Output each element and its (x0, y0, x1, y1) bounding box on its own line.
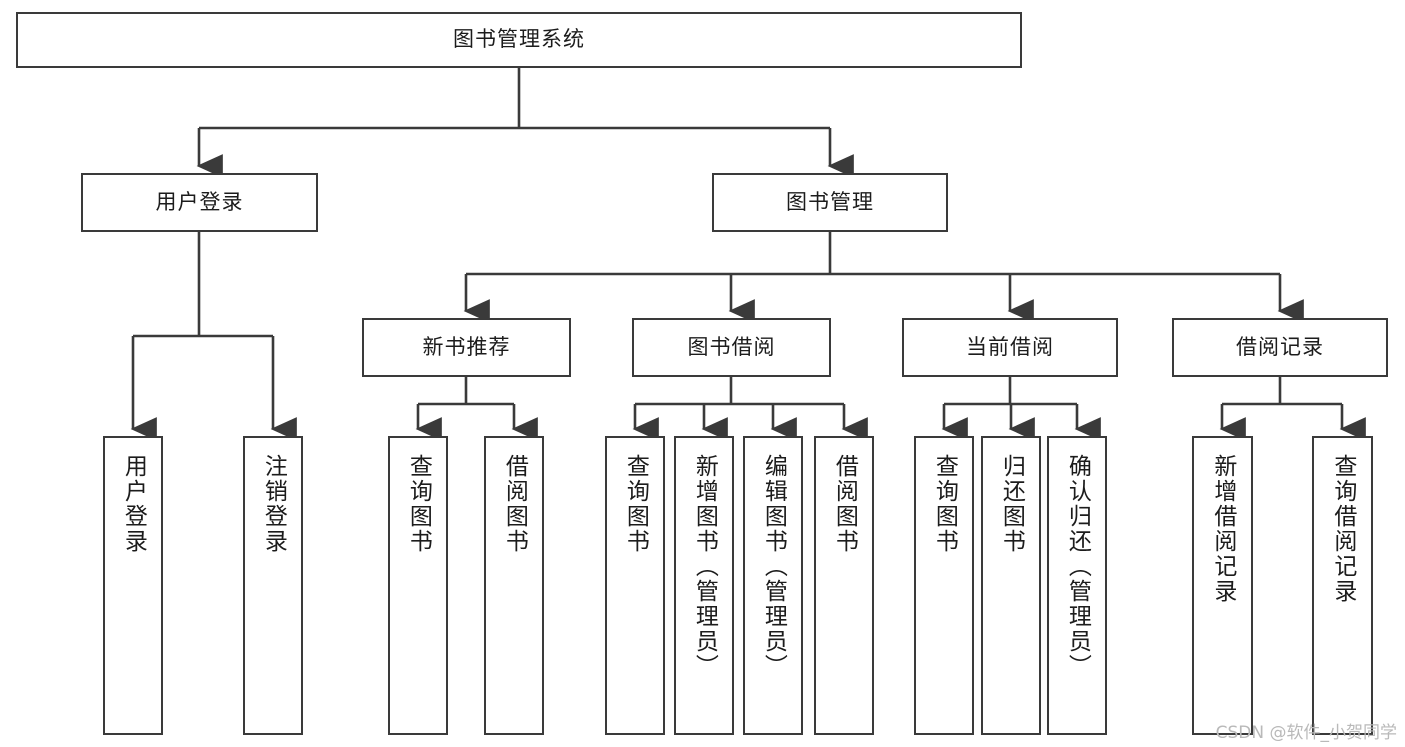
node-root-system-label: 图书管理系统 (453, 27, 585, 52)
node-book-manage-label: 图书管理 (786, 189, 874, 214)
node-new-book-recommend-label: 新书推荐 (422, 334, 511, 359)
node-book-borrow[interactable]: 图书借阅 (632, 318, 831, 377)
node-current-borrow[interactable]: 当前借阅 (902, 318, 1118, 377)
node-borrow-record[interactable]: 借阅记录 (1172, 318, 1388, 377)
node-book-manage[interactable]: 图书管理 (712, 173, 948, 232)
leaf-add-borrow-record[interactable]: 新增借阅记录 (1192, 436, 1253, 735)
leaf-user-login[interactable]: 用户登录 (103, 436, 163, 735)
leaf-confirm-return-admin-label: 确认归还（管理员） (1064, 454, 1091, 679)
leaf-borrow-book-bb[interactable]: 借阅图书 (814, 436, 874, 735)
leaf-borrow-book-bb-label: 借阅图书 (831, 454, 858, 554)
leaf-query-book-bb-label: 查询图书 (622, 454, 649, 554)
node-new-book-recommend[interactable]: 新书推荐 (362, 318, 571, 377)
leaf-query-borrow-record[interactable]: 查询借阅记录 (1312, 436, 1373, 735)
node-user-login[interactable]: 用户登录 (81, 173, 318, 232)
leaf-edit-book-admin-label: 编辑图书（管理员） (760, 454, 787, 679)
leaf-query-borrow-record-label: 查询借阅记录 (1329, 454, 1356, 604)
node-current-borrow-label: 当前借阅 (966, 334, 1054, 359)
leaf-user-login-label: 用户登录 (120, 454, 147, 554)
node-book-borrow-label: 图书借阅 (687, 334, 776, 359)
leaf-logout-label: 注销登录 (260, 454, 287, 554)
leaf-borrow-book-nb-label: 借阅图书 (501, 454, 528, 554)
leaf-confirm-return-admin[interactable]: 确认归还（管理员） (1047, 436, 1107, 735)
node-root-system[interactable]: 图书管理系统 (16, 12, 1022, 68)
leaf-borrow-book-nb[interactable]: 借阅图书 (484, 436, 544, 735)
leaf-edit-book-admin[interactable]: 编辑图书（管理员） (743, 436, 803, 735)
leaf-query-book-cb[interactable]: 查询图书 (914, 436, 974, 735)
leaf-query-book-cb-label: 查询图书 (931, 454, 958, 554)
leaf-add-book-admin[interactable]: 新增图书（管理员） (674, 436, 734, 735)
csdn-watermark: CSDN @软件_小贺同学 (1215, 723, 1397, 743)
leaf-query-book-nb[interactable]: 查询图书 (388, 436, 448, 735)
node-borrow-record-label: 借阅记录 (1236, 334, 1324, 359)
leaf-logout[interactable]: 注销登录 (243, 436, 303, 735)
leaf-add-borrow-record-label: 新增借阅记录 (1209, 454, 1236, 604)
node-user-login-label: 用户登录 (155, 189, 244, 214)
leaf-query-book-bb[interactable]: 查询图书 (605, 436, 665, 735)
leaf-return-book[interactable]: 归还图书 (981, 436, 1041, 735)
leaf-return-book-label: 归还图书 (998, 454, 1025, 554)
leaf-add-book-admin-label: 新增图书（管理员） (691, 454, 718, 679)
leaf-query-book-nb-label: 查询图书 (405, 454, 432, 554)
